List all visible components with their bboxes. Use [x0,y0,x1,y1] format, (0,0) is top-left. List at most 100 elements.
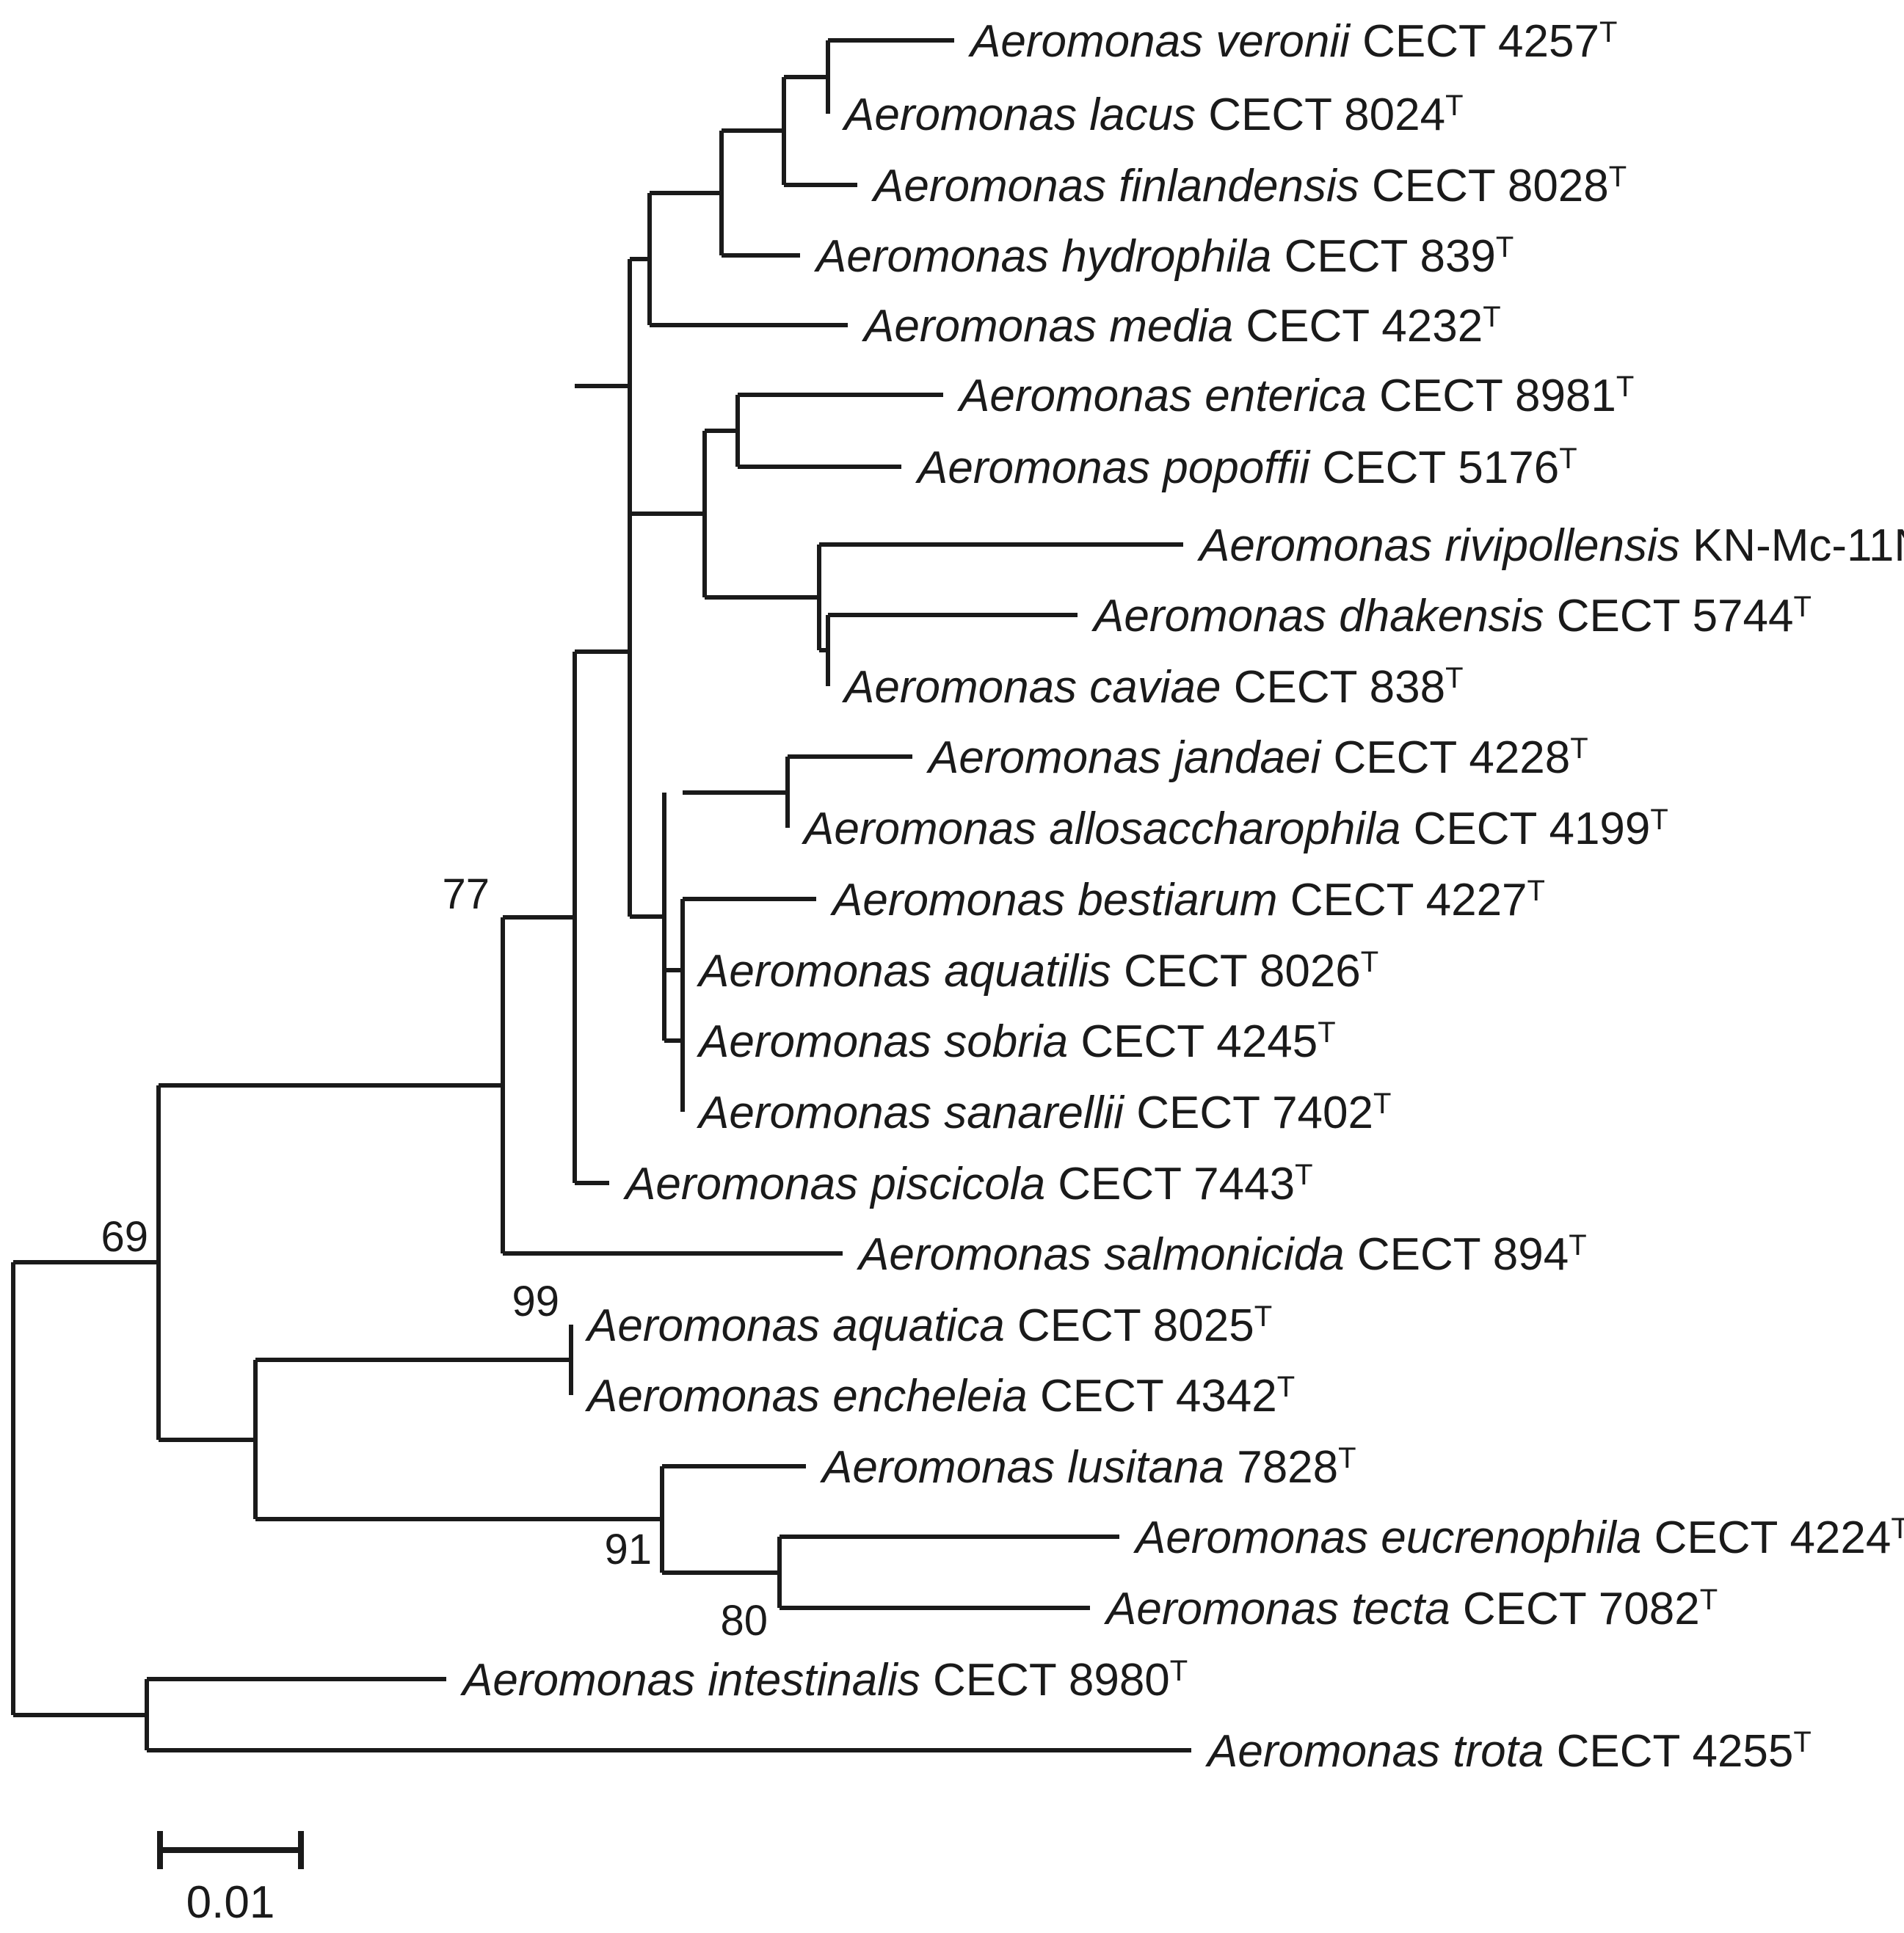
bootstrap-value-80: 80 [720,1597,768,1645]
taxon-species-name: Aeromonas popoffii [915,443,1322,493]
taxon-species-name: Aeromonas encheleia [584,1371,1040,1421]
taxon-species-name: Aeromonas eucrenophila [1133,1512,1654,1563]
taxon-species-name: Aeromonas enterica [956,371,1379,421]
type-strain-superscript: T [1599,16,1617,48]
taxon-species-name: Aeromonas sobria [696,1016,1080,1067]
taxon-label-intestinalis: Aeromonas intestinalis CECT 8980T [459,1655,1188,1706]
taxon-label-sanarellii: Aeromonas sanarellii CECT 7402T [696,1088,1391,1138]
taxon-strain-code: CECT 4232 [1246,301,1483,352]
type-strain-superscript: T [1445,90,1463,122]
taxon-species-name: Aeromonas hydrophila [813,231,1285,282]
taxon-label-piscicola: Aeromonas piscicola CECT 7443T [622,1159,1313,1209]
taxon-label-salmonicida: Aeromonas salmonicida CECT 894T [856,1229,1587,1280]
type-strain-superscript: T [1559,443,1577,475]
tree-branches-group [11,38,1191,1752]
taxon-strain-code: CECT 894 [1357,1229,1569,1280]
type-strain-superscript: T [1794,591,1812,623]
taxon-label-allosaccharophila: Aeromonas allosaccharophila CECT 4199T [801,804,1668,854]
taxon-strain-code: CECT 8980 [933,1655,1170,1706]
type-strain-superscript: T [1254,1300,1272,1333]
taxon-label-veronii: Aeromonas veronii CECT 4257T [967,16,1617,67]
taxon-strain-code: CECT 8981 [1379,371,1616,421]
type-strain-superscript: T [1445,662,1463,694]
bootstrap-value-91: 91 [604,1526,652,1573]
bootstrap-value-69: 69 [101,1213,148,1261]
taxon-species-name: Aeromonas finlandensis [871,161,1372,211]
taxon-label-hydrophila: Aeromonas hydrophila CECT 839T [813,231,1514,282]
taxon-label-enterica: Aeromonas enterica CECT 8981T [956,371,1634,421]
type-strain-superscript: T [1318,1016,1335,1049]
taxon-strain-code: CECT 839 [1285,231,1496,282]
taxon-strain-code: CECT 8028 [1372,161,1609,211]
taxon-strain-code: CECT 4224 [1654,1512,1892,1563]
type-strain-superscript: T [1700,1584,1718,1616]
taxon-label-dhakensis: Aeromonas dhakensis CECT 5744T [1091,591,1812,641]
taxon-strain-code: CECT 7402 [1136,1088,1373,1138]
taxon-species-name: Aeromonas rivipollensis [1196,520,1693,571]
scale-bar-label: 0.01 [186,1877,275,1928]
scale-bar-group: 0.01 [157,1831,304,1928]
bootstrap-value-77: 77 [442,870,490,918]
taxon-label-lacus: Aeromonas lacus CECT 8024T [841,90,1464,140]
taxon-species-name: Aeromonas aquatica [584,1300,1017,1351]
taxon-strain-code: CECT 4257 [1362,16,1599,67]
taxon-species-name: Aeromonas trota [1204,1726,1557,1777]
type-strain-superscript: T [1891,1512,1904,1545]
type-strain-superscript: T [1295,1159,1312,1191]
taxon-strain-code: CECT 4227 [1290,875,1527,925]
type-strain-superscript: T [1650,804,1668,836]
taxon-label-eucrenophila: Aeromonas eucrenophila CECT 4224T [1133,1512,1904,1563]
type-strain-superscript: T [1793,1726,1811,1758]
taxon-species-name: Aeromonas caviae [841,662,1234,713]
taxon-strain-code: CECT 7082 [1463,1584,1700,1634]
taxon-strain-code: CECT 8025 [1017,1300,1254,1351]
taxon-label-jandaei: Aeromonas jandaei CECT 4228T [926,732,1588,783]
taxon-strain-code: KN-Mc-11N1 [1693,520,1904,571]
taxon-species-name: Aeromonas piscicola [622,1159,1058,1209]
taxon-species-name: Aeromonas veronii [967,16,1362,67]
taxon-species-name: Aeromonas dhakensis [1091,591,1557,641]
type-strain-superscript: T [1609,161,1627,193]
taxon-strain-code: CECT 7443 [1058,1159,1295,1209]
taxon-label-sobria: Aeromonas sobria CECT 4245T [696,1016,1336,1067]
type-strain-superscript: T [1361,946,1378,978]
taxon-species-name: Aeromonas allosaccharophila [801,804,1414,854]
type-strain-superscript: T [1570,732,1588,765]
taxon-species-name: Aeromonas lacus [841,90,1208,140]
type-strain-superscript: T [1527,875,1545,907]
taxon-strain-code: CECT 4228 [1333,732,1570,783]
type-strain-superscript: T [1170,1655,1188,1687]
type-strain-superscript: T [1338,1442,1356,1474]
taxon-label-finlandensis: Aeromonas finlandensis CECT 8028T [871,161,1627,211]
taxon-species-name: Aeromonas salmonicida [856,1229,1357,1280]
taxon-species-name: Aeromonas tecta [1103,1584,1463,1634]
type-strain-superscript: T [1277,1371,1295,1403]
taxon-strain-code: CECT 4342 [1040,1371,1277,1421]
taxon-species-name: Aeromonas bestiarum [829,875,1290,925]
type-strain-superscript: T [1616,371,1634,403]
taxon-strain-code: CECT 8024 [1208,90,1445,140]
taxon-strain-code: 7828 [1237,1442,1338,1493]
taxon-species-name: Aeromonas jandaei [926,732,1333,783]
taxon-strain-code: CECT 838 [1234,662,1445,713]
taxon-strain-code: CECT 5744 [1557,591,1794,641]
taxon-strain-code: CECT 4245 [1080,1016,1318,1067]
taxon-strain-code: CECT 8026 [1124,946,1361,997]
taxon-species-name: Aeromonas aquatilis [696,946,1124,997]
taxon-label-lusitana: Aeromonas lusitana 7828T [819,1442,1356,1493]
type-strain-superscript: T [1569,1229,1586,1262]
type-strain-superscript: T [1496,231,1514,263]
taxon-strain-code: CECT 5176 [1322,443,1559,493]
taxon-label-bestiarum: Aeromonas bestiarum CECT 4227T [829,875,1545,925]
taxon-strain-code: CECT 4255 [1557,1726,1794,1777]
taxon-label-tecta: Aeromonas tecta CECT 7082T [1103,1584,1718,1634]
taxon-label-media: Aeromonas media CECT 4232T [861,301,1501,352]
taxon-label-popoffii: Aeromonas popoffii CECT 5176T [915,443,1577,493]
taxon-label-aquatilis: Aeromonas aquatilis CECT 8026T [696,946,1378,997]
type-strain-superscript: T [1373,1088,1391,1120]
taxon-label-rivipollensis: Aeromonas rivipollensis KN-Mc-11N1 [1196,520,1904,571]
